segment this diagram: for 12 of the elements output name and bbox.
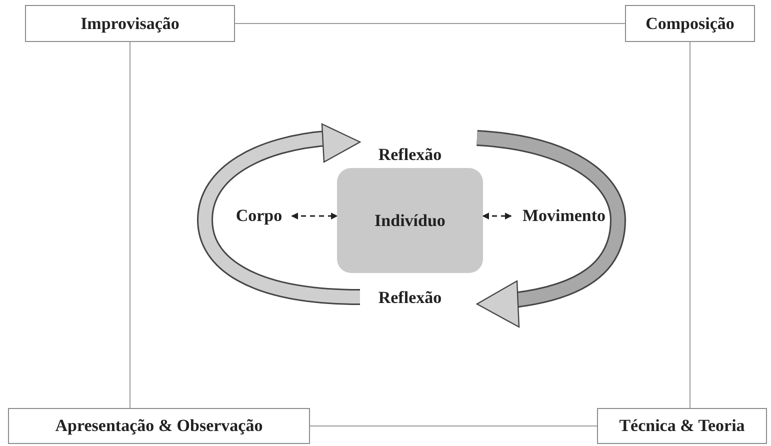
cycle-label: Reflexão	[377, 287, 443, 309]
connector-line	[234, 23, 626, 24]
label-box: Improvisação	[25, 5, 235, 42]
label-box: Composição	[625, 5, 755, 42]
dashed-arrow	[482, 212, 512, 220]
node-label: Corpo	[226, 205, 292, 227]
dashed-arrow	[291, 212, 338, 220]
cycle-label: Reflexão	[377, 144, 443, 166]
node-label: Movimento	[511, 205, 617, 227]
label-box: Técnica & Teoria	[597, 408, 767, 444]
center-box: Indivíduo	[337, 168, 483, 273]
label-box: Apresentação & Observação	[8, 408, 310, 444]
